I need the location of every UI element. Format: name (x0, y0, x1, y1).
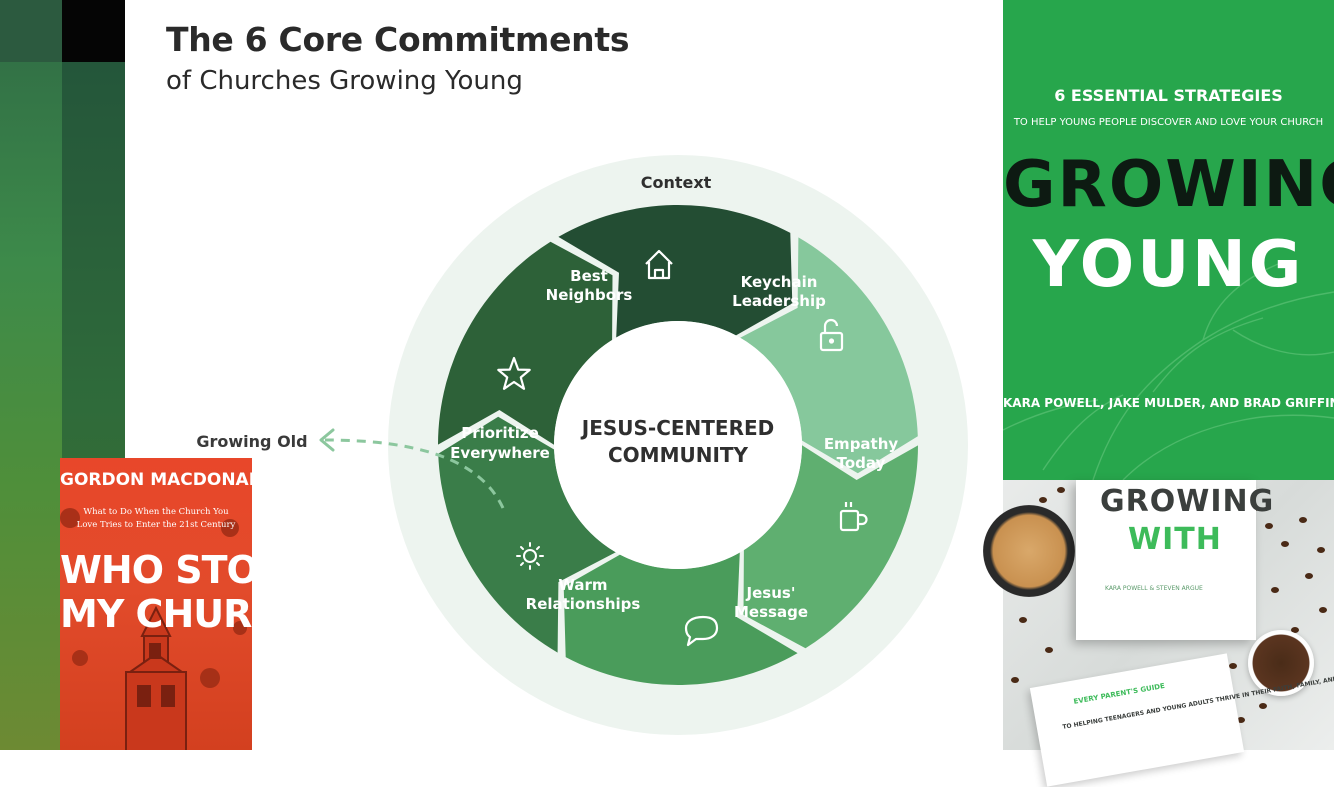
segment-3-label-line2: Today (837, 454, 886, 472)
segment-2-label-line2: Leadership (732, 292, 826, 310)
segment-1 (558, 204, 793, 338)
strip-block-green (0, 0, 62, 62)
growing-with-authors: KARA POWELL & STEVEN ARGUE (1105, 585, 1203, 592)
coffee-cup-photo (983, 505, 1075, 597)
coffee-cup-icon (839, 502, 868, 532)
coffee-beans-scatter (1011, 487, 1327, 733)
segment-2-label-line1: Keychain (741, 273, 818, 291)
speech-bubble-icon (684, 615, 719, 647)
context-label: Context (641, 173, 712, 192)
coffee-bean-bowl (1248, 630, 1314, 696)
commitments-diagram: Context JESUS-CENTERED COMMUNITY Growing… (196, 155, 968, 735)
center-label-line2: COMMUNITY (608, 443, 749, 467)
segment-1-label-line2: Neighbors (546, 286, 633, 304)
center-label-line1: JESUS-CENTERED (580, 416, 775, 440)
growing-with-title-line1: GROWING (1100, 484, 1275, 519)
segment-5-label-line1: Warm (558, 576, 607, 594)
growing-young-authors: KARA POWELL, JAKE MULDER, AND BRAD GRIFF… (1003, 396, 1334, 410)
who-stole-author: GORDON MACDONALD (60, 470, 274, 490)
lock-icon (819, 318, 844, 352)
growing-old-arrow-line (324, 438, 505, 509)
who-stole-tagline-line1: What to Do When the Church You (83, 507, 229, 517)
segment-2 (740, 237, 918, 474)
segment-5-label-line2: Relationships (526, 595, 641, 613)
segment-3 (743, 445, 918, 649)
book-cover-growing-young: 6 ESSENTIAL STRATEGIES TO HELP YOUNG PEO… (1003, 0, 1334, 480)
church-steeple-illustration (60, 508, 247, 750)
growing-young-title-line1: GROWING (1003, 148, 1334, 222)
segment-4 (563, 552, 798, 686)
who-stole-title-line1: WHO STOLE (60, 548, 307, 592)
segment-5 (438, 416, 616, 653)
star-icon (497, 356, 531, 390)
sun-icon (516, 542, 544, 570)
slide-subtitle: of Churches Growing Young (166, 66, 523, 96)
segment-6-label-line1: Prioritize (461, 424, 539, 442)
growing-old-label: Growing Old (196, 432, 307, 451)
growing-with-title-line2: WITH (1128, 522, 1222, 557)
slide-title: The 6 Core Commitments (166, 20, 630, 59)
segment-3-label-line1: Empathy (824, 435, 899, 453)
home-icon (645, 249, 673, 280)
tree-branches-illustration (1003, 261, 1334, 480)
center-circle (554, 321, 802, 569)
book-cover-who-stole-my-church (60, 458, 252, 750)
who-stole-title-line2: MY CHURCH? (60, 592, 331, 636)
segments-ring (438, 204, 918, 686)
growing-with-book (1076, 480, 1256, 640)
who-stole-tagline-line2: Love Tries to Enter the 21st Century (76, 520, 236, 530)
growing-young-tagline-sub: TO HELP YOUNG PEOPLE DISCOVER AND LOVE Y… (1013, 117, 1324, 128)
growing-young-title-line2: YOUNG (1032, 228, 1305, 302)
segment-1-label-line1: Best (570, 267, 608, 285)
segment-6-label-line2: Everywhere (450, 444, 550, 462)
segment-4-label-line2: Message (734, 603, 808, 621)
growing-young-tagline-top: 6 ESSENTIAL STRATEGIES (1054, 86, 1283, 105)
segment-6 (438, 241, 613, 445)
segment-4-label-line1: Jesus' (746, 584, 796, 602)
arrow-head-icon (319, 428, 335, 452)
strip-block-black (62, 0, 125, 62)
